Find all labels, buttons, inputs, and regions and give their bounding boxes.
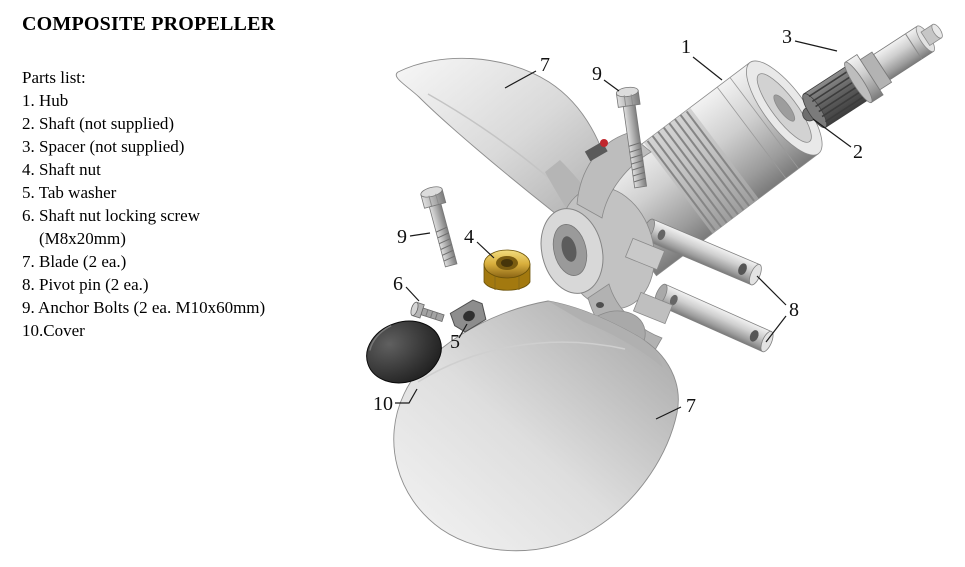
parts-list-item-locking-screw: 6. Shaft nut locking screw bbox=[22, 206, 200, 225]
callout-shaft-nut: 4 bbox=[464, 226, 474, 248]
leader-blade-top bbox=[504, 70, 537, 89]
callout-labels: 7 9 1 3 2 9 4 6 5 8 10 7 bbox=[373, 26, 863, 417]
parts-list-item-anchor-bolts: 9. Anchor Bolts (2 ea. M10x60mm) bbox=[22, 298, 266, 317]
tab-washer bbox=[449, 299, 487, 333]
callout-anchor-bolt-top: 9 bbox=[592, 63, 602, 85]
leader-locking-screw bbox=[405, 286, 420, 302]
parts-list: Parts list: 1. Hub 2. Shaft (not supplie… bbox=[22, 66, 367, 342]
leader-anchor-bolt-top bbox=[603, 79, 620, 92]
callout-anchor-bolt-left: 9 bbox=[397, 226, 407, 248]
leader-lines bbox=[395, 40, 852, 420]
cover bbox=[366, 320, 442, 384]
blade-bottom bbox=[393, 300, 679, 552]
parts-list-item-hub: 1. Hub bbox=[22, 91, 69, 110]
leader-shaft bbox=[812, 118, 852, 148]
parts-list-item-shaft-nut: 4. Shaft nut bbox=[22, 160, 101, 179]
leader-pivot-pin-upper bbox=[756, 275, 787, 306]
shaft-assembly bbox=[802, 23, 943, 129]
parts-panel: COMPOSITE PROPELLER Parts list: 1. Hub 2… bbox=[22, 13, 367, 342]
leader-spacer bbox=[794, 40, 838, 52]
callout-blade-bottom: 7 bbox=[686, 395, 696, 417]
parts-list-item-shaft: 2. Shaft (not supplied) bbox=[22, 114, 175, 133]
parts-list-item-tab-washer: 5. Tab washer bbox=[22, 183, 117, 202]
parts-list-item-spacer: 3. Spacer (not supplied) bbox=[22, 137, 185, 156]
pivot-pin-lower bbox=[654, 283, 774, 353]
callout-pivot-pins: 8 bbox=[789, 299, 799, 321]
anchor-bolt-left bbox=[420, 186, 458, 268]
leader-pivot-pin-lower bbox=[765, 315, 787, 343]
anchor-bolt-top bbox=[615, 86, 648, 189]
callout-tab-washer: 5 bbox=[450, 331, 460, 353]
red-indicator bbox=[600, 139, 608, 147]
parts-list-item-blade: 7. Blade (2 ea.) bbox=[22, 252, 127, 271]
leader-anchor-bolt-left bbox=[409, 232, 431, 237]
leader-cover bbox=[395, 388, 418, 404]
callout-locking-screw: 6 bbox=[393, 273, 403, 295]
spacer bbox=[844, 51, 893, 104]
leader-hub bbox=[692, 56, 723, 81]
blade-latch bbox=[584, 141, 608, 162]
leader-tab-washer bbox=[458, 323, 468, 339]
shaft-nut bbox=[483, 249, 531, 291]
parts-list-item-locking-screw-size: (M8x20mm) bbox=[39, 229, 126, 248]
callout-cover: 10 bbox=[373, 393, 393, 415]
callout-spacer: 3 bbox=[782, 26, 792, 48]
callout-blade-top: 7 bbox=[540, 54, 550, 76]
document-title: COMPOSITE PROPELLER bbox=[22, 13, 276, 35]
parts-list-item-cover: 10.Cover bbox=[22, 321, 85, 340]
locking-screw bbox=[410, 301, 445, 323]
leader-blade-bottom bbox=[655, 406, 682, 420]
callout-shaft: 2 bbox=[853, 141, 863, 163]
parts-list-heading: Parts list: bbox=[22, 68, 86, 87]
leader-shaft-nut bbox=[476, 241, 495, 259]
callout-hub: 1 bbox=[681, 36, 691, 58]
parts-list-item-pivot-pin: 8. Pivot pin (2 ea.) bbox=[22, 275, 149, 294]
